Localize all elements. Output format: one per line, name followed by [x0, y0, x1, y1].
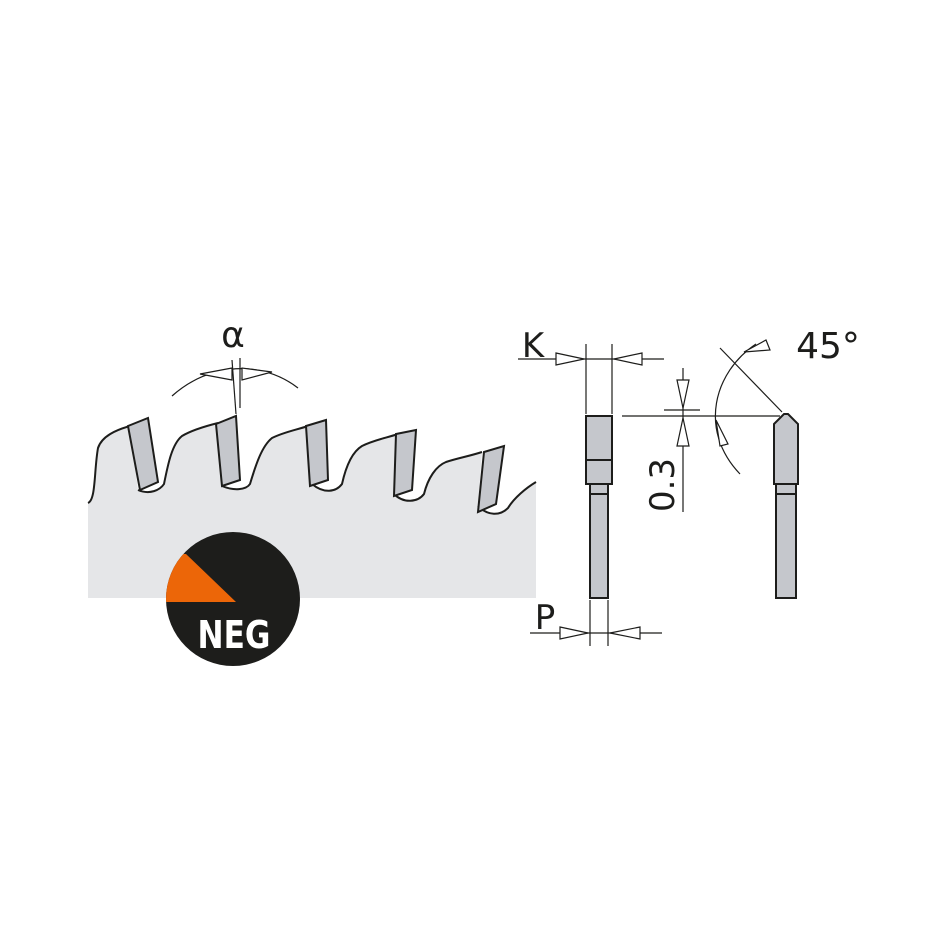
chamfer-angle-label: 45°	[796, 326, 860, 367]
plate-label: P	[535, 598, 556, 638]
tooth-tip	[476, 444, 506, 514]
badge-orange-wedge	[166, 554, 236, 602]
tooth-tip	[214, 414, 242, 488]
kerf-label: K	[522, 326, 546, 366]
blade-outline	[87, 422, 537, 515]
alpha-label: α	[221, 315, 245, 356]
negative-rake-badge-icon: NEG	[166, 532, 300, 666]
tip-profile-plate	[775, 483, 797, 599]
rake-angle-marker: α	[171, 315, 299, 415]
cross-section-tip	[585, 415, 613, 485]
tooth-cross-section: K P	[518, 326, 664, 646]
tooth-tip	[392, 428, 418, 498]
cross-section-plate	[589, 483, 609, 599]
chamfer-height-label: 0.3	[643, 458, 683, 512]
blade-profile: α	[87, 315, 537, 598]
tooth-tip	[304, 418, 330, 488]
badge-label: NEG	[198, 614, 271, 658]
tooth-tip	[126, 416, 160, 492]
chamfer-height-dimension: 0.3	[622, 368, 780, 512]
tip-profile-shape	[773, 413, 799, 485]
tip-profile: 45°	[714, 326, 860, 599]
